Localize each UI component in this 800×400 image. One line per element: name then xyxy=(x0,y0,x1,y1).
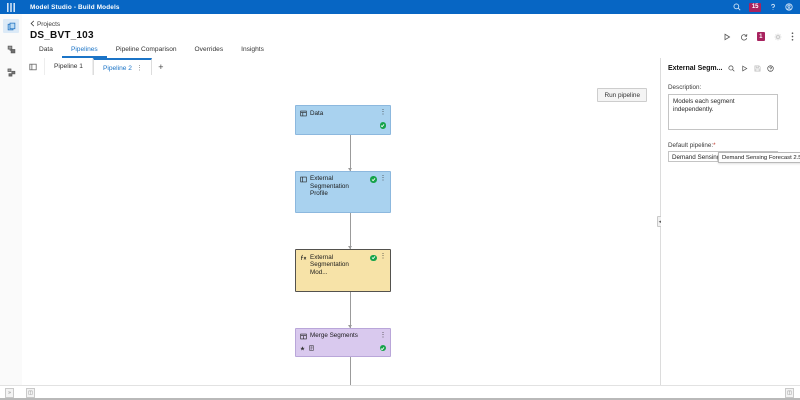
kebab-menu-icon[interactable] xyxy=(791,32,794,41)
collapse-panel-icon[interactable] xyxy=(22,58,45,75)
notification-badge[interactable]: 15 xyxy=(749,2,761,12)
node-merge-segments[interactable]: Merge Segments ⋮ xyxy=(295,327,391,357)
node-data-label: Data xyxy=(310,109,324,117)
data-table-icon xyxy=(300,110,307,119)
search-icon[interactable] xyxy=(728,65,736,72)
pipeline-tab-2-menu-icon[interactable]: ⋮ xyxy=(135,65,143,72)
function-fx-icon xyxy=(300,254,307,263)
chevron-left-icon xyxy=(30,20,35,29)
tab-insights[interactable]: Insights xyxy=(241,45,264,53)
messages-badge[interactable]: 1 xyxy=(756,32,765,41)
search-icon[interactable] xyxy=(733,3,741,11)
connector-merge-to-output xyxy=(349,357,351,386)
refresh-icon[interactable] xyxy=(740,33,748,41)
expand-icon[interactable]: » xyxy=(5,388,14,398)
status-bar-left: » ◫ xyxy=(5,388,35,398)
node-merge-segments-status-success-icon xyxy=(379,344,386,352)
save-icon xyxy=(754,65,761,72)
tab-pipeline-comparison[interactable]: Pipeline Comparison xyxy=(115,45,177,53)
resize-handle-icon[interactable]: ◫ xyxy=(785,388,794,398)
node-external-segmentation-model-status-success-icon xyxy=(370,254,377,261)
segmentation-profile-icon xyxy=(300,176,307,185)
node-external-segmentation-profile-menu-icon[interactable]: ⋮ xyxy=(379,174,387,182)
work-area: Pipeline 1 Pipeline 2 ⋮ + Run pipeline xyxy=(22,58,800,386)
default-pipeline-value[interactable]: Demand Sensing For... xyxy=(672,154,737,161)
connector-model-to-merge xyxy=(347,291,352,328)
description-field[interactable]: Models each segment independently. xyxy=(668,93,778,130)
sidebar-item-projects[interactable] xyxy=(3,19,19,33)
node-merge-segments-label: Merge Segments xyxy=(310,332,358,339)
add-pipeline-button[interactable]: + xyxy=(158,61,164,72)
tab-pipelines[interactable]: Pipelines xyxy=(61,43,107,58)
run-pipeline-button[interactable]: Run pipeline xyxy=(597,88,647,102)
sidebar-item-models[interactable] xyxy=(3,42,19,56)
user-avatar-icon[interactable] xyxy=(785,3,793,11)
status-bar-right: ◫ xyxy=(785,388,794,398)
node-external-segmentation-model[interactable]: External Segmentation Mod... ⋮ xyxy=(295,249,391,292)
pipeline-tab-1-label: Pipeline 1 xyxy=(54,63,83,70)
node-external-segmentation-profile-status-success-icon xyxy=(370,176,377,183)
description-label: Description: xyxy=(668,84,702,91)
properties-panel-header: External Segm... xyxy=(668,58,778,72)
pipeline-flow: Data ⋮ xyxy=(295,105,405,386)
star-icon[interactable] xyxy=(300,345,305,351)
node-merge-segments-menu-icon[interactable]: ⋮ xyxy=(379,331,387,339)
app-title: Model Studio - Build Models xyxy=(30,3,120,11)
play-icon[interactable] xyxy=(723,33,731,41)
question-mark-icon[interactable] xyxy=(769,3,777,11)
required-asterisk: * xyxy=(713,141,716,149)
page-header: Projects DS_BVT_103 Data Pipelines Pipel… xyxy=(22,14,800,59)
properties-panel-title: External Segm... xyxy=(668,65,723,72)
pipeline-tab-2-label: Pipeline 2 xyxy=(102,64,132,72)
node-data-menu-icon[interactable]: ⋮ xyxy=(379,109,387,116)
sidebar-item-pipelines[interactable] xyxy=(3,65,19,79)
page-title: DS_BVT_103 xyxy=(30,30,94,41)
node-external-segmentation-profile[interactable]: External Segmentation Profile ⋮ xyxy=(295,170,391,213)
tab-data[interactable]: Data xyxy=(39,45,53,53)
default-pipeline-label: Default pipeline:* xyxy=(668,142,778,149)
pipeline-tab-1[interactable]: Pipeline 1 xyxy=(45,58,93,75)
play-icon[interactable] xyxy=(741,65,748,72)
pipeline-canvas[interactable]: Run pipeline Data ⋮ xyxy=(22,75,660,386)
report-icon[interactable] xyxy=(309,345,314,351)
node-data-status-success-icon xyxy=(379,122,386,129)
main-tab-bar: Data Pipelines Pipeline Comparison Overr… xyxy=(30,43,273,58)
connector-data-to-profile xyxy=(347,134,352,171)
gear-icon[interactable] xyxy=(774,33,782,41)
pipeline-tab-2[interactable]: Pipeline 2 ⋮ xyxy=(92,58,153,76)
node-external-segmentation-profile-label: External Segmentation Profile xyxy=(310,175,349,197)
top-app-bar: Model Studio - Build Models 15 xyxy=(0,0,800,14)
question-circle-icon[interactable] xyxy=(767,65,775,72)
tab-overrides[interactable]: Overrides xyxy=(194,45,224,53)
merge-icon xyxy=(300,333,307,342)
header-action-bar: 1 xyxy=(723,32,794,41)
node-external-segmentation-model-menu-icon[interactable]: ⋮ xyxy=(379,253,387,260)
left-icon-rail xyxy=(0,14,23,391)
waffle-grid-icon[interactable] xyxy=(0,0,22,14)
panel-toggle-icon[interactable]: ◫ xyxy=(26,388,35,398)
pipeline-tab-strip: Pipeline 1 Pipeline 2 ⋮ + xyxy=(22,58,660,76)
properties-panel: External Segm... xyxy=(661,58,800,386)
breadcrumb[interactable]: Projects xyxy=(30,20,60,29)
status-bar: » ◫ ◫ xyxy=(0,385,800,400)
node-data[interactable]: Data ⋮ xyxy=(295,105,391,135)
bottom-accent-bar xyxy=(0,398,800,400)
default-pipeline-label-text: Default pipeline: xyxy=(668,141,714,149)
top-bar-actions: 15 xyxy=(733,2,800,12)
connector-profile-to-model xyxy=(347,213,352,249)
node-external-segmentation-model-label: External Segmentation Mod... xyxy=(310,253,349,276)
default-pipeline-tooltip: Demand Sensing Forecast 2.5.1 xyxy=(718,152,800,163)
breadcrumb-label: Projects xyxy=(37,21,61,28)
